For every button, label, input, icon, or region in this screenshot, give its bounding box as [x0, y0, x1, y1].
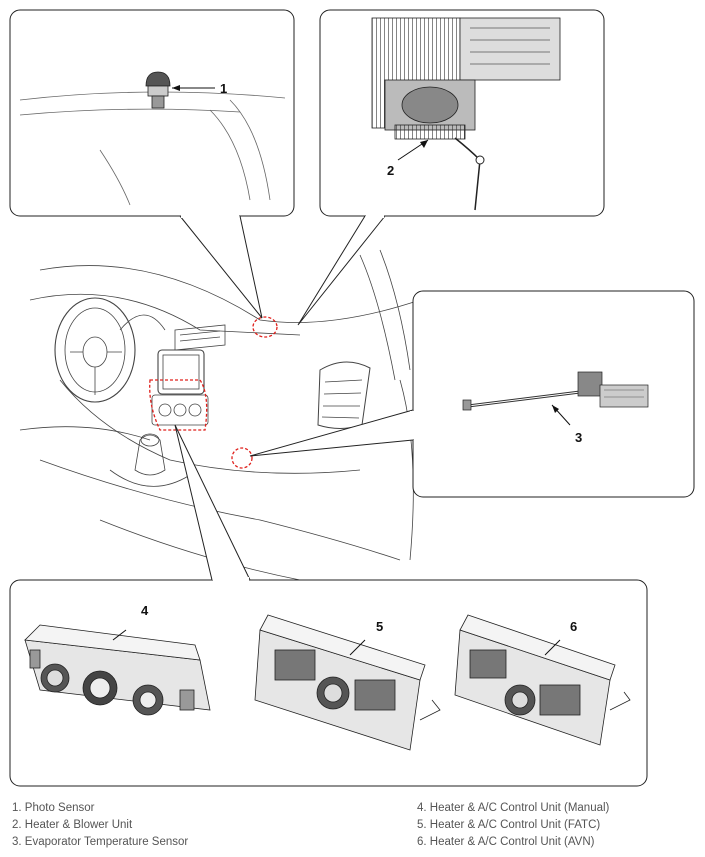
blower-unit-drawing [371, 17, 561, 211]
callout-pointer-1 [179, 215, 263, 319]
callout-pointer-4 [174, 424, 251, 581]
callout-box-blower-unit [319, 9, 605, 217]
location-highlights [149, 316, 278, 469]
control-unit-locator [149, 379, 208, 431]
photo-sensor-drawing [145, 71, 171, 109]
callout-number-3: 3 [575, 430, 583, 445]
photo-sensor-locator [252, 316, 278, 338]
callout-number-5: 5 [376, 619, 384, 634]
dashboard-drawing [19, 249, 421, 581]
legend-item-evaporator-sensor: 3. Evaporator Temperature Sensor [12, 836, 189, 848]
legend-left: 1. Photo Sensor 2. Heater & Blower Unit … [12, 800, 188, 851]
control-unit-fatc-drawing [254, 614, 441, 751]
legend-item-control-avn: 6. Heater & A/C Control Unit (AVN) [417, 836, 595, 848]
callout-number-6: 6 [570, 619, 578, 634]
callout-pointer-3 [249, 409, 414, 457]
legend-item-control-fatc: 5. Heater & A/C Control Unit (FATC) [417, 819, 601, 831]
callout-box-control-units [9, 579, 648, 787]
control-unit-manual-drawing [24, 624, 211, 716]
callout-number-1: 1 [220, 81, 228, 96]
component-location-diagram [9, 9, 695, 787]
callout-box-evaporator-sensor [412, 290, 695, 498]
callout-number-4: 4 [141, 603, 149, 618]
evaporator-sensor-drawing [462, 371, 649, 411]
legend-item-control-manual: 4. Heater & A/C Control Unit (Manual) [417, 802, 610, 814]
callout-pointer-2 [297, 215, 386, 326]
evaporator-sensor-locator [231, 447, 253, 469]
legend-right: 4. Heater & A/C Control Unit (Manual) 5.… [417, 800, 609, 851]
legend-item-photo-sensor: 1. Photo Sensor [12, 802, 95, 814]
control-unit-avn-drawing [454, 614, 631, 746]
callout-number-2: 2 [387, 163, 395, 178]
callout-box-photo-sensor [9, 9, 295, 217]
legend-item-blower-unit: 2. Heater & Blower Unit [12, 819, 133, 831]
